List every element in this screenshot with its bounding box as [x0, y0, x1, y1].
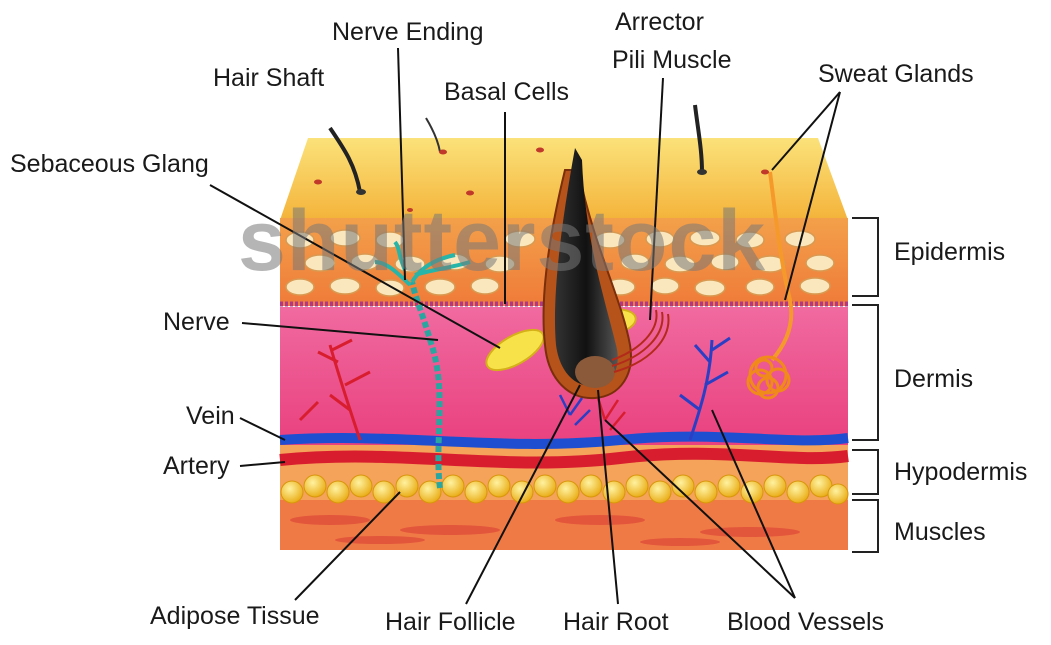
label-nerve-ending: Nerve Ending [332, 20, 483, 45]
label-arrector-line2: Pili Muscle [612, 48, 731, 73]
label-basal-cells: Basal Cells [444, 80, 569, 105]
layer-brackets [852, 218, 878, 552]
label-arrector-line1: Arrector [615, 10, 704, 35]
watermark: shutterstock [238, 198, 766, 284]
label-nerve: Nerve [163, 310, 230, 335]
label-hypodermis: Hypodermis [894, 460, 1027, 485]
label-hair-shaft: Hair Shaft [213, 66, 324, 91]
label-dermis: Dermis [894, 367, 973, 392]
label-blood-vessels: Blood Vessels [727, 610, 884, 635]
label-vein: Vein [186, 404, 235, 429]
label-artery: Artery [163, 454, 230, 479]
label-epidermis: Epidermis [894, 240, 1005, 265]
label-sebaceous-gland: Sebaceous Glang [10, 152, 209, 177]
label-sweat-glands: Sweat Glands [818, 62, 974, 87]
label-muscles: Muscles [894, 520, 986, 545]
hair-bulb [575, 356, 615, 388]
label-adipose-tissue: Adipose Tissue [150, 604, 320, 629]
label-hair-root: Hair Root [563, 610, 669, 635]
label-hair-follicle: Hair Follicle [385, 610, 516, 635]
